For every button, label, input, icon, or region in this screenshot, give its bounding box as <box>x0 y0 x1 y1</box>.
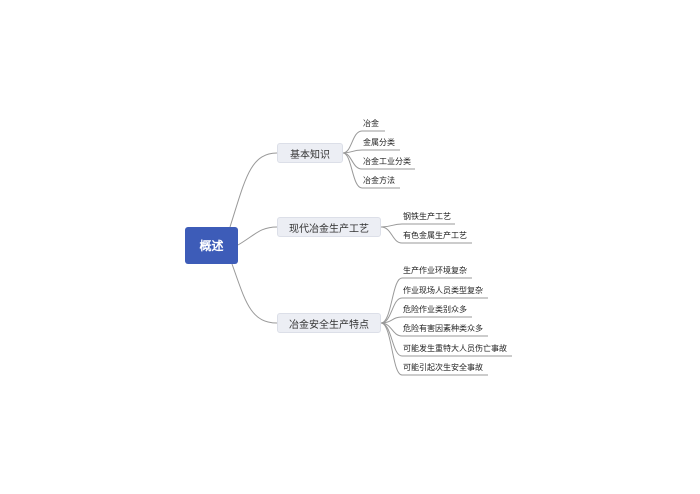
root-node[interactable]: 概述 <box>185 227 238 264</box>
leaf-node[interactable]: 冶金方法 <box>363 176 395 185</box>
branch-label: 基本知识 <box>290 149 330 161</box>
leaf-node[interactable]: 冶金工业分类 <box>363 157 411 166</box>
leaf-node[interactable]: 钢铁生产工艺 <box>403 212 451 221</box>
branch-node-safety-features[interactable]: 冶金安全生产特点 <box>277 313 381 333</box>
leaf-node[interactable]: 危险有害因素种类众多 <box>403 324 483 333</box>
leaf-node[interactable]: 可能发生重特大人员伤亡事故 <box>403 344 507 353</box>
root-label: 概述 <box>199 239 224 253</box>
branch-node-basic-knowledge[interactable]: 基本知识 <box>277 143 343 163</box>
branch-label: 冶金安全生产特点 <box>289 319 369 331</box>
branch-node-modern-process[interactable]: 现代冶金生产工艺 <box>277 217 381 237</box>
leaf-node[interactable]: 危险作业类别众多 <box>403 305 467 314</box>
leaf-node[interactable]: 可能引起次生安全事故 <box>403 363 483 372</box>
leaf-node[interactable]: 作业现场人员类型复杂 <box>403 286 483 295</box>
leaf-node[interactable]: 有色金属生产工艺 <box>403 231 467 240</box>
leaf-node[interactable]: 生产作业环境复杂 <box>403 266 467 275</box>
leaf-node[interactable]: 冶金 <box>363 119 379 128</box>
branch-label: 现代冶金生产工艺 <box>289 223 369 235</box>
leaf-node[interactable]: 金属分类 <box>363 138 395 147</box>
